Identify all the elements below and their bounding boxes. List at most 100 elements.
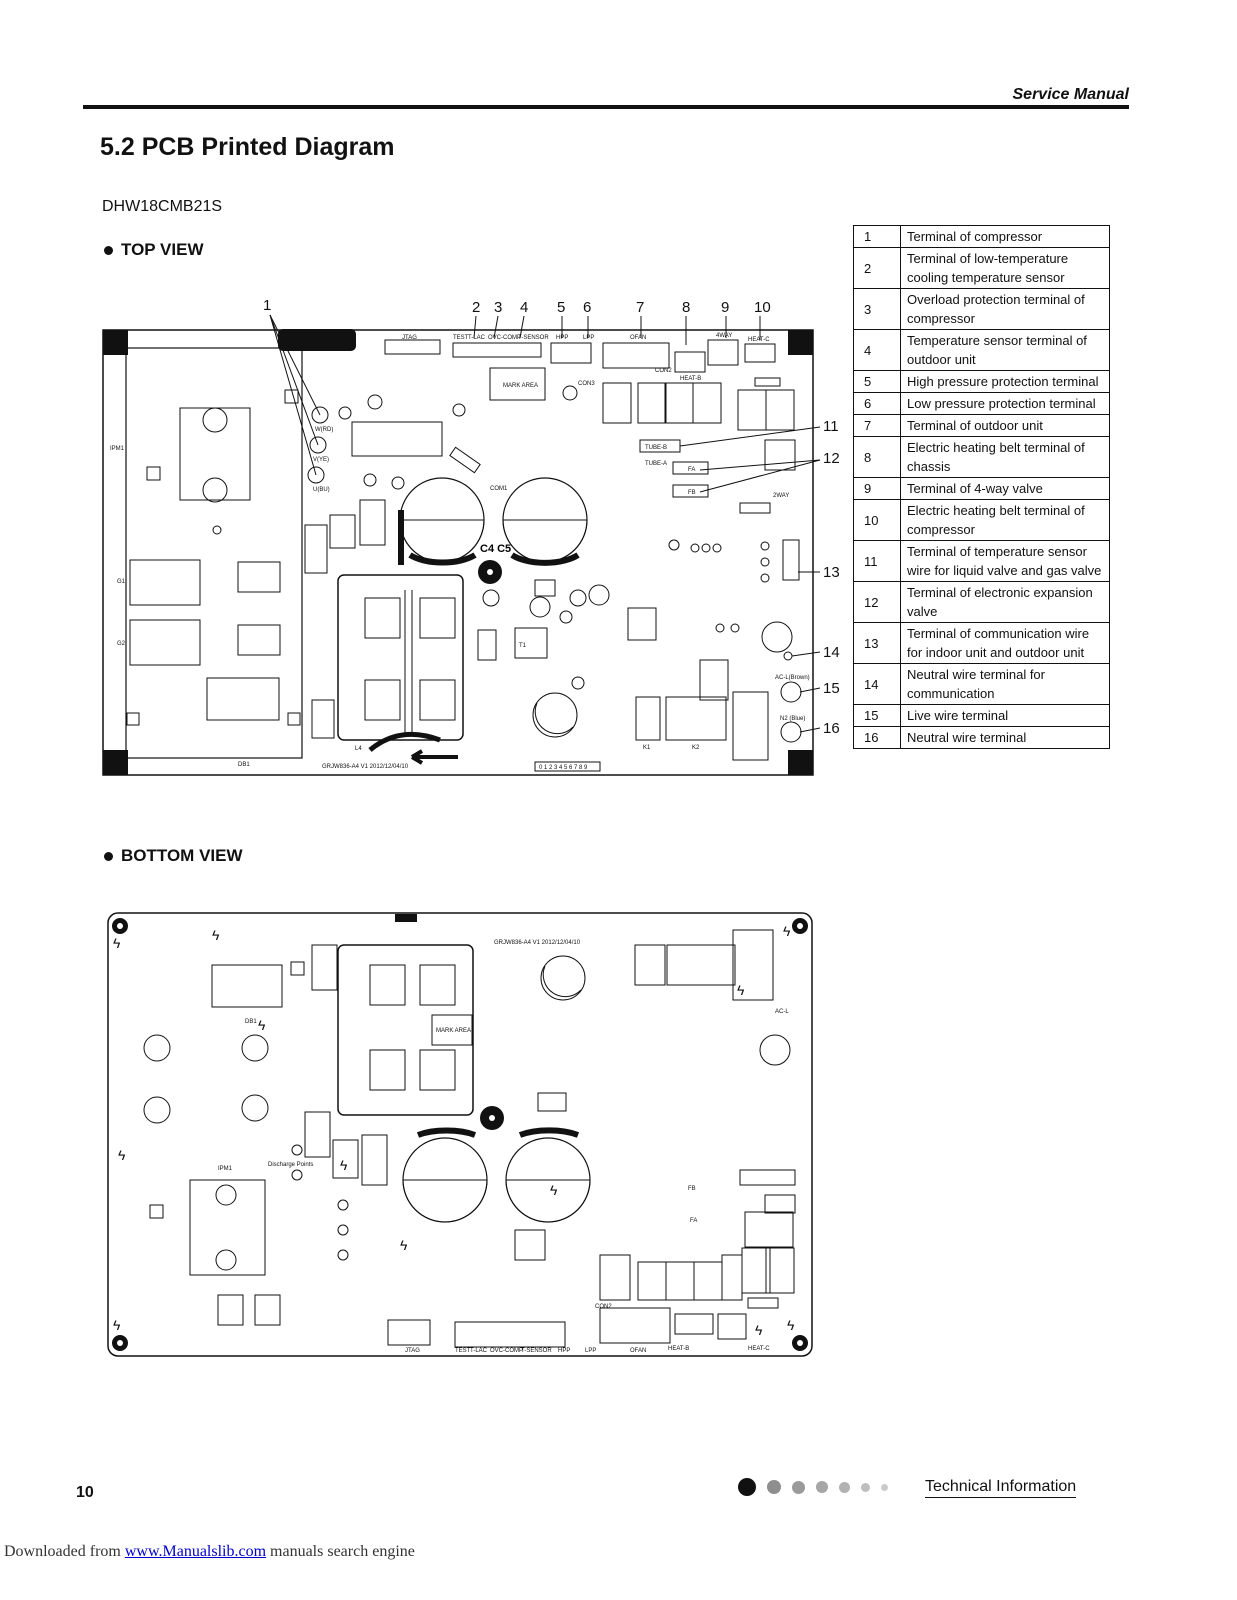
- manualslib-link[interactable]: www.Manualslib.com: [124, 1543, 267, 1560]
- four-way-connector: [707, 339, 739, 366]
- ofan-label: OFAN: [630, 1348, 646, 1354]
- bullet-icon: [104, 851, 113, 861]
- discharge-label: Discharge Points: [268, 1162, 313, 1168]
- progress-dot: [767, 1480, 781, 1494]
- electrolytic-cap-pad: [540, 955, 586, 1001]
- terminal-u: [307, 466, 325, 484]
- progress-dot: [792, 1480, 805, 1494]
- heat-c-label: HEAT-C: [748, 337, 770, 343]
- legend-description: Temperature sensor terminal of outdoor u…: [900, 329, 1110, 371]
- con2-label: CON2: [655, 368, 672, 374]
- legend-number: 14: [853, 663, 901, 705]
- transformer: [514, 627, 548, 659]
- progress-dot-active: [738, 1478, 756, 1496]
- mount-corner: [103, 330, 128, 355]
- hpp-label: HPP: [558, 1348, 570, 1354]
- legend-description: Terminal of communication wire for indoo…: [900, 622, 1110, 664]
- download-notice: Downloaded from www.Manualslib.com manua…: [4, 1543, 415, 1561]
- db1-label: DB1: [245, 1019, 257, 1025]
- legend-number: 15: [853, 704, 901, 727]
- test-label: TEST: [455, 1348, 471, 1354]
- board-outline: [102, 329, 814, 776]
- ofan-connector: [602, 342, 670, 369]
- four-way-label: 4WAY: [716, 333, 732, 339]
- download-prefix: Downloaded from: [4, 1543, 125, 1560]
- legend-number: 2: [853, 247, 901, 289]
- legend-description: Electric heating belt terminal of compre…: [900, 499, 1110, 541]
- fa-connector: [672, 461, 709, 475]
- pcb-bottom-view: MARK AREA: [107, 912, 813, 1357]
- ovc-comp-label: OVC-COMP: [490, 1348, 523, 1354]
- u-label: U(BU): [313, 487, 330, 493]
- legend-description: Terminal of electronic expansion valve: [900, 581, 1110, 623]
- mount-holes: [112, 918, 808, 1351]
- fb-label: FB: [688, 1186, 696, 1192]
- svg-text:ϟ: ϟ: [118, 1147, 126, 1163]
- legend-number: 11: [853, 540, 901, 582]
- top-view-label: TOP VIEW: [121, 240, 204, 259]
- legend-description: Neutral wire terminal: [900, 726, 1110, 749]
- pfc-inductor-footprint: [337, 944, 474, 1116]
- header-rule: [83, 105, 1129, 109]
- svg-text:ϟ: ϟ: [783, 923, 791, 939]
- callout-leaders: [269, 314, 821, 733]
- heat-c-connector: [744, 343, 776, 363]
- heat-b-label: HEAT-B: [668, 1346, 689, 1352]
- svg-text:ϟ: ϟ: [400, 1237, 408, 1253]
- footer-progress-dots: [738, 1478, 899, 1496]
- legend-description: Terminal of temperature sensor wire for …: [900, 540, 1110, 582]
- fb-connector: [672, 484, 709, 498]
- svg-text:ϟ: ϟ: [113, 1317, 121, 1333]
- con2-label: CON2: [595, 1304, 612, 1310]
- board-outline: [107, 912, 813, 1357]
- bottom-small-pads: [143, 929, 796, 1326]
- ofan-label: OFAN: [630, 335, 646, 341]
- download-suffix: manuals search engine: [266, 1543, 415, 1560]
- svg-text:ϟ: ϟ: [550, 1182, 558, 1198]
- ic-chip: [351, 421, 443, 457]
- serial-label: 0 1 2 3 4 5 6 7 8 9: [539, 765, 588, 771]
- l4-label: L4: [355, 746, 362, 752]
- t-lac-label: T-LAC: [468, 335, 486, 341]
- section-title: 5.2 PCB Printed Diagram: [100, 133, 395, 161]
- four-way-pad: [717, 1313, 747, 1340]
- legend-description: Terminal of outdoor unit: [900, 414, 1110, 437]
- test-label: TEST: [453, 335, 469, 341]
- ac-l-terminal: [780, 681, 802, 703]
- legend-description: Electric heating belt terminal of chassi…: [900, 436, 1110, 478]
- bridge-rectifier: [206, 677, 280, 721]
- legend-number: 16: [853, 726, 901, 749]
- lpp-label: LPP: [583, 335, 594, 341]
- bottom-terminals: [291, 1144, 349, 1261]
- footer-section-link[interactable]: Technical Information: [925, 1478, 1077, 1498]
- ac-l-label: AC-L: [775, 1009, 789, 1015]
- board-id-label: GRJW836-A4 V1 2012/12/04/10: [322, 764, 409, 770]
- mark-area-label: MARK AREA: [503, 383, 538, 389]
- progress-dot: [816, 1481, 828, 1493]
- ipm-heatsink: [125, 347, 303, 759]
- model-name: DHW18CMB21S: [102, 198, 223, 215]
- legend-number: 5: [853, 370, 901, 393]
- c4-c5-label: C4 C5: [480, 543, 511, 555]
- legend-description: High pressure protection terminal: [900, 370, 1110, 393]
- legend-number: 1: [853, 225, 901, 248]
- legend-description: Overload protection terminal of compress…: [900, 288, 1110, 330]
- t-sensor-label: T-SENSOR: [521, 1348, 552, 1354]
- svg-text:ϟ: ϟ: [113, 935, 121, 951]
- fa-label: FA: [688, 467, 695, 473]
- legend-number: 3: [853, 288, 901, 330]
- sensor-pads: [454, 1321, 566, 1348]
- jtag-connector: [384, 339, 441, 355]
- two-way-label: 2WAY: [773, 493, 789, 499]
- ipm-footprint: [189, 1179, 266, 1276]
- g2-label: G2: [117, 641, 126, 647]
- svg-text:ϟ: ϟ: [755, 1322, 763, 1338]
